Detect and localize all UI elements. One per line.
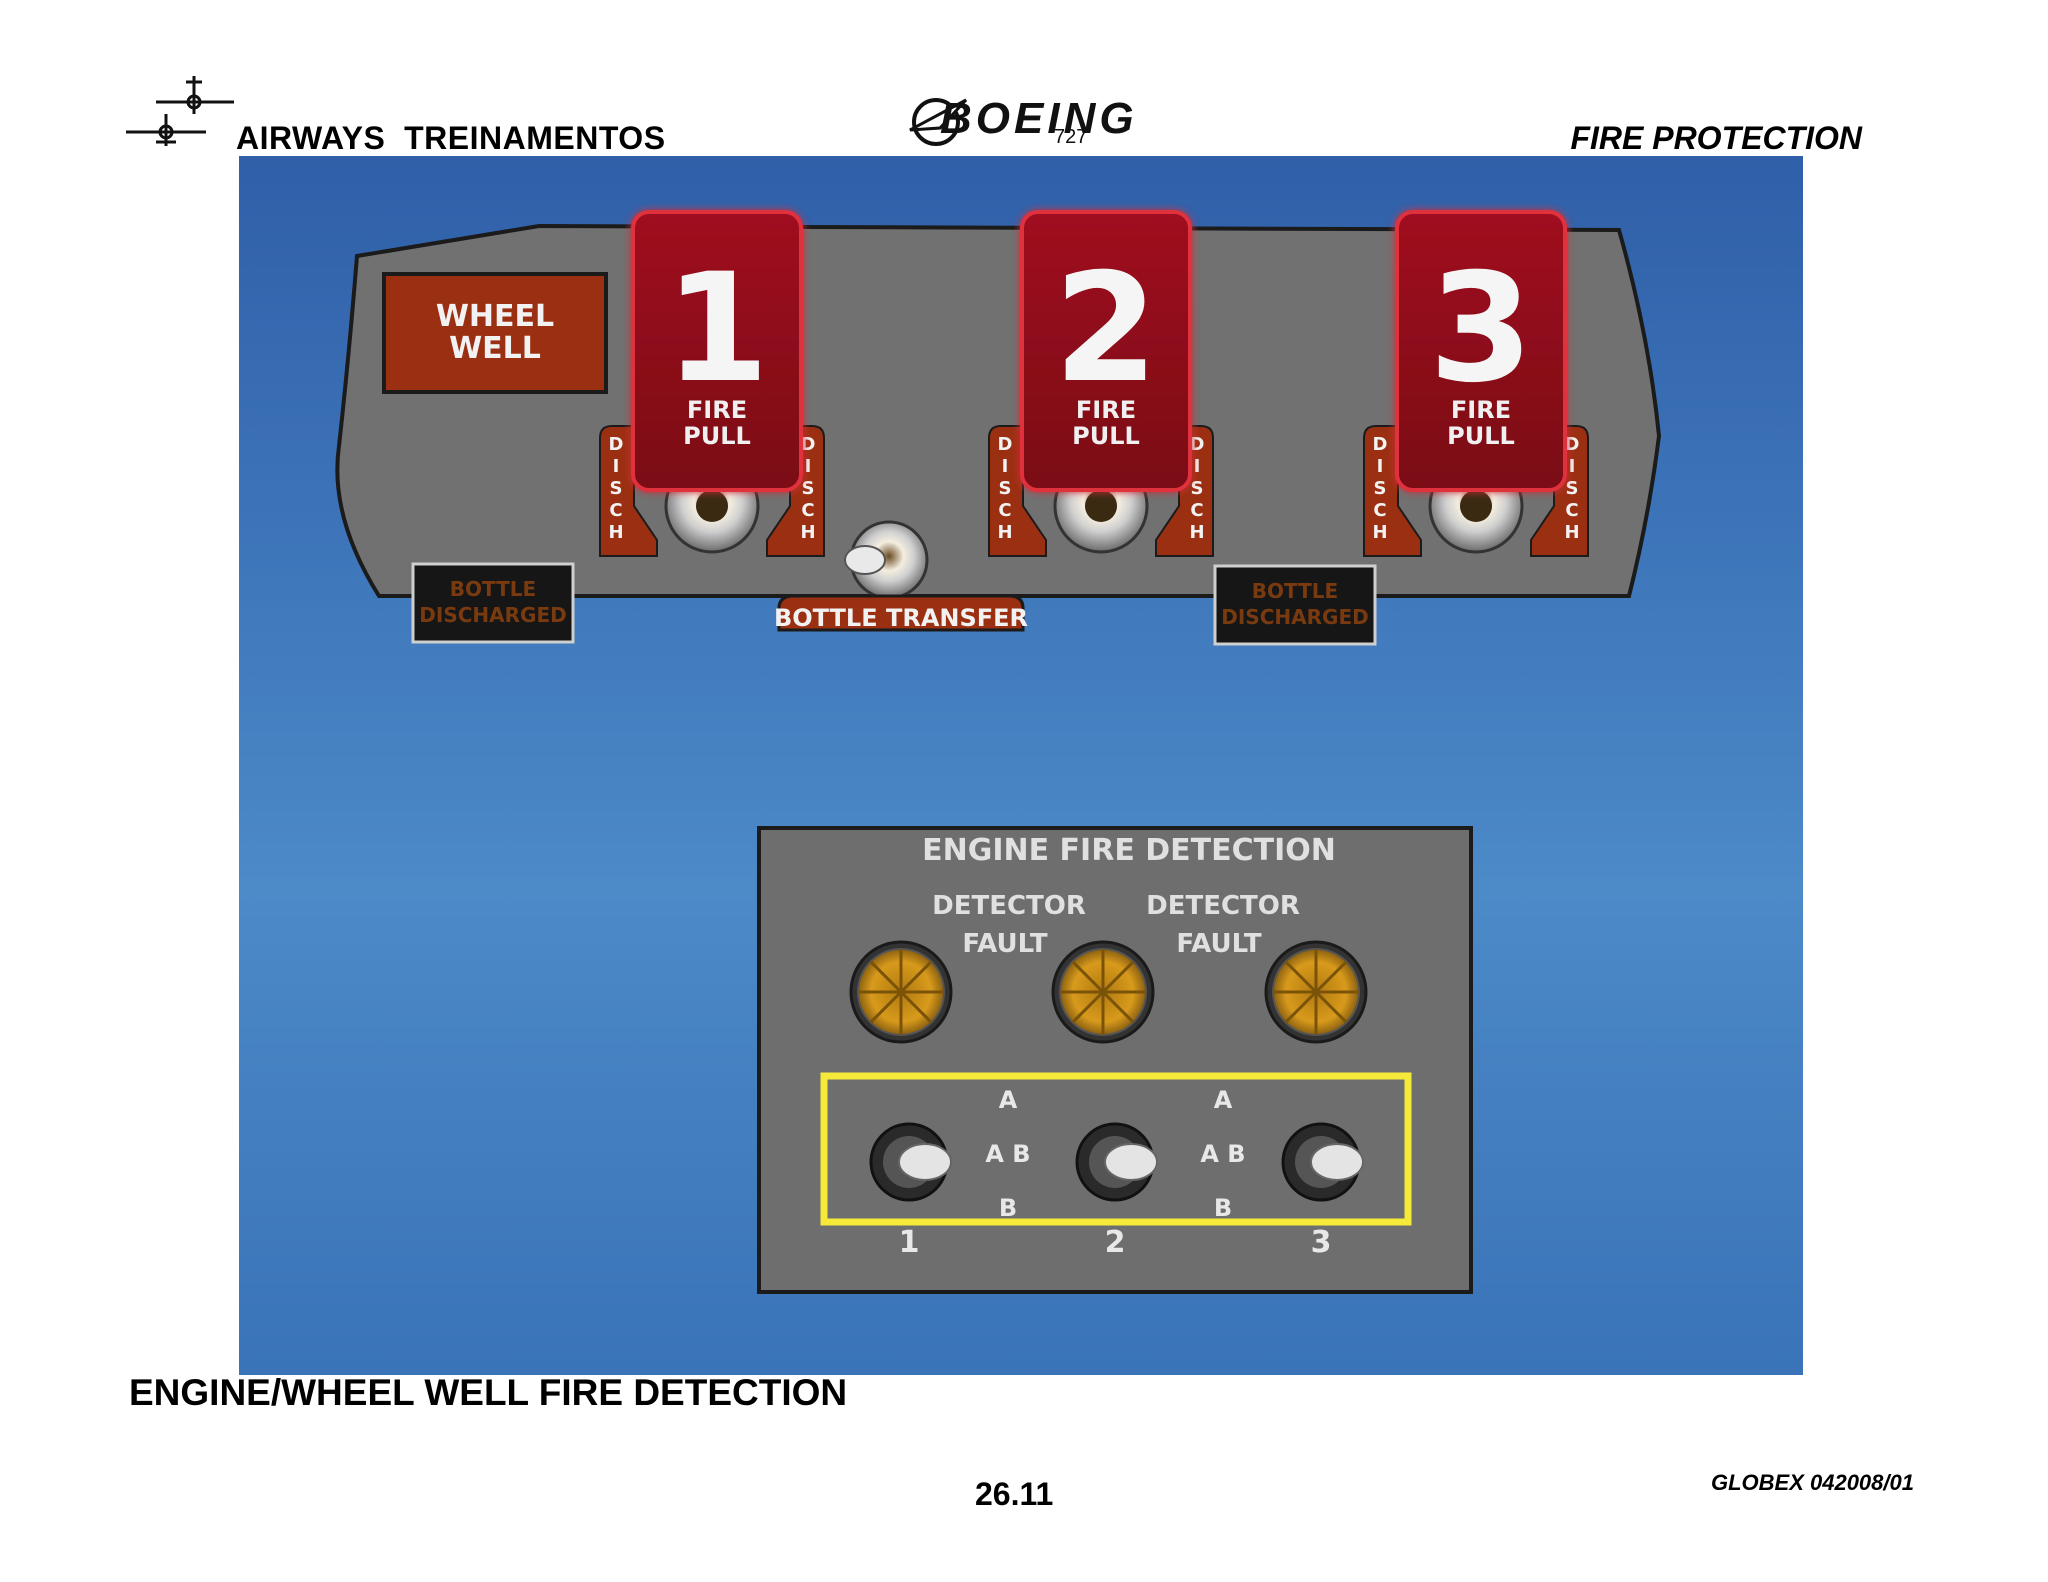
disch-letter-right: H	[1564, 522, 1579, 543]
disch-letter-right: H	[1189, 522, 1204, 543]
switch-position-label-middle: A B	[985, 1140, 1030, 1168]
fire-pull-label: PULL	[1072, 422, 1140, 450]
page-number: 26.11	[975, 1476, 1054, 1512]
disch-letter-right: H	[800, 522, 815, 543]
wheel-well-label-2: WELL	[449, 331, 541, 366]
disch-plate-right	[766, 425, 825, 557]
svg-text:DISCHARGED: DISCHARGED	[1221, 605, 1368, 629]
disch-plate-right	[1155, 425, 1214, 557]
disch-letter-right: I	[1194, 456, 1201, 477]
switch-position-label-bottom: B	[999, 1194, 1017, 1222]
disch-plate-right	[1530, 425, 1589, 557]
disch-letter-left: H	[997, 522, 1012, 543]
detector-fault-light-2	[1051, 940, 1155, 1044]
disch-letter-left: C	[998, 500, 1011, 521]
disch-letter-right: D	[1190, 434, 1205, 455]
disch-letter-left: I	[1377, 456, 1384, 477]
disch-letter-right: D	[801, 434, 816, 455]
svg-text:FAULT: FAULT	[1176, 929, 1261, 959]
disch-letter-left: S	[999, 478, 1012, 499]
figure-caption: ENGINE/WHEEL WELL FIRE DETECTION	[129, 1372, 848, 1413]
disch-letter-left: H	[608, 522, 623, 543]
bottle-transfer-label: BOTTLE TRANSFER	[774, 604, 1028, 632]
switch-position-label-top: A	[1214, 1086, 1233, 1114]
disch-letter-right: S	[1566, 478, 1579, 499]
fire-pull-label: FIRE	[687, 396, 747, 424]
aircraft-model: 727	[1054, 126, 1088, 148]
svg-text:BOTTLE: BOTTLE	[450, 577, 536, 601]
fire-pull-label: PULL	[1447, 422, 1515, 450]
fire-pull-label: FIRE	[1076, 396, 1136, 424]
detector-select-switch-1[interactable]	[869, 1122, 952, 1202]
disch-letter-left: D	[609, 434, 624, 455]
detector-select-switch-2[interactable]	[1075, 1122, 1158, 1202]
fire-pull-label: PULL	[683, 422, 751, 450]
detector-fault-label-right: DETECTOR FAULT	[1146, 891, 1300, 959]
disch-letter-left: D	[998, 434, 1013, 455]
disch-letter-left: I	[613, 456, 620, 477]
switch-number-label: 2	[1105, 1225, 1126, 1260]
bottle-transfer-plate	[777, 594, 1025, 632]
disch-letter-right: I	[805, 456, 812, 477]
fire-pull-label: FIRE	[1451, 396, 1511, 424]
svg-text:DETECTOR: DETECTOR	[1146, 891, 1300, 921]
fire-handle-number: 3	[1429, 242, 1533, 416]
airways-plane-logo	[126, 76, 234, 146]
disch-letter-left: H	[1372, 522, 1387, 543]
wheel-well-light	[382, 272, 608, 394]
boeing-logo-icon	[909, 98, 968, 146]
company-name: AIRWAYS TREINAMENTOS	[236, 120, 666, 156]
detector-fault-light-1	[849, 940, 953, 1044]
disch-letter-right: S	[802, 478, 815, 499]
disch-plate-left	[1363, 425, 1422, 557]
disch-letter-left: C	[1373, 500, 1386, 521]
boeing-wordmark: BOEING	[940, 94, 1138, 143]
wheel-well-label-1: WHEEL	[436, 299, 554, 334]
disch-letter-right: D	[1565, 434, 1580, 455]
disch-letter-right: C	[801, 500, 814, 521]
disch-letter-left: C	[609, 500, 622, 521]
disch-letter-left: I	[1002, 456, 1009, 477]
switch-position-label-middle: A B	[1200, 1140, 1245, 1168]
switch-number-label: 1	[899, 1225, 920, 1260]
bottle-discharged-light-right: BOTTLE DISCHARGED	[1213, 564, 1377, 646]
engine-fire-detection-panel	[757, 826, 1473, 1294]
document-code: GLOBEX 042008/01	[1710, 1470, 1914, 1495]
detector-fault-light-3	[1264, 940, 1368, 1044]
disch-letter-left: S	[610, 478, 623, 499]
svg-text:DISCHARGED: DISCHARGED	[419, 603, 566, 627]
svg-text:FAULT: FAULT	[962, 929, 1047, 959]
disch-letter-left: S	[1374, 478, 1387, 499]
section-title: FIRE PROTECTION	[1570, 120, 1862, 156]
disch-plate-left	[599, 425, 658, 557]
fire-panel-illustration: WHEEL WELL BOTTLE DISCHARGED BOTTLE DISC…	[239, 156, 1803, 1375]
switch-position-label-top: A	[999, 1086, 1018, 1114]
disch-letter-left: D	[1373, 434, 1388, 455]
detector-switch-highlight	[820, 1072, 1412, 1226]
switch-number-label: 3	[1311, 1225, 1332, 1260]
detector-select-switch-3[interactable]	[1281, 1122, 1364, 1202]
disch-letter-right: C	[1190, 500, 1203, 521]
engine-fire-detection-title: ENGINE FIRE DETECTION	[922, 833, 1336, 868]
disch-letter-right: S	[1191, 478, 1204, 499]
disch-plate-left	[988, 425, 1047, 557]
svg-text:DETECTOR: DETECTOR	[932, 891, 1086, 921]
switch-position-label-bottom: B	[1214, 1194, 1232, 1222]
detector-fault-label-left: DETECTOR FAULT	[932, 891, 1086, 959]
disch-letter-right: I	[1569, 456, 1576, 477]
svg-text:BOTTLE: BOTTLE	[1252, 579, 1338, 603]
fire-handle-number: 1	[665, 242, 769, 416]
disch-letter-right: C	[1565, 500, 1578, 521]
bottle-discharged-light-left: BOTTLE DISCHARGED	[411, 562, 575, 644]
fire-handle-number: 2	[1054, 242, 1158, 416]
